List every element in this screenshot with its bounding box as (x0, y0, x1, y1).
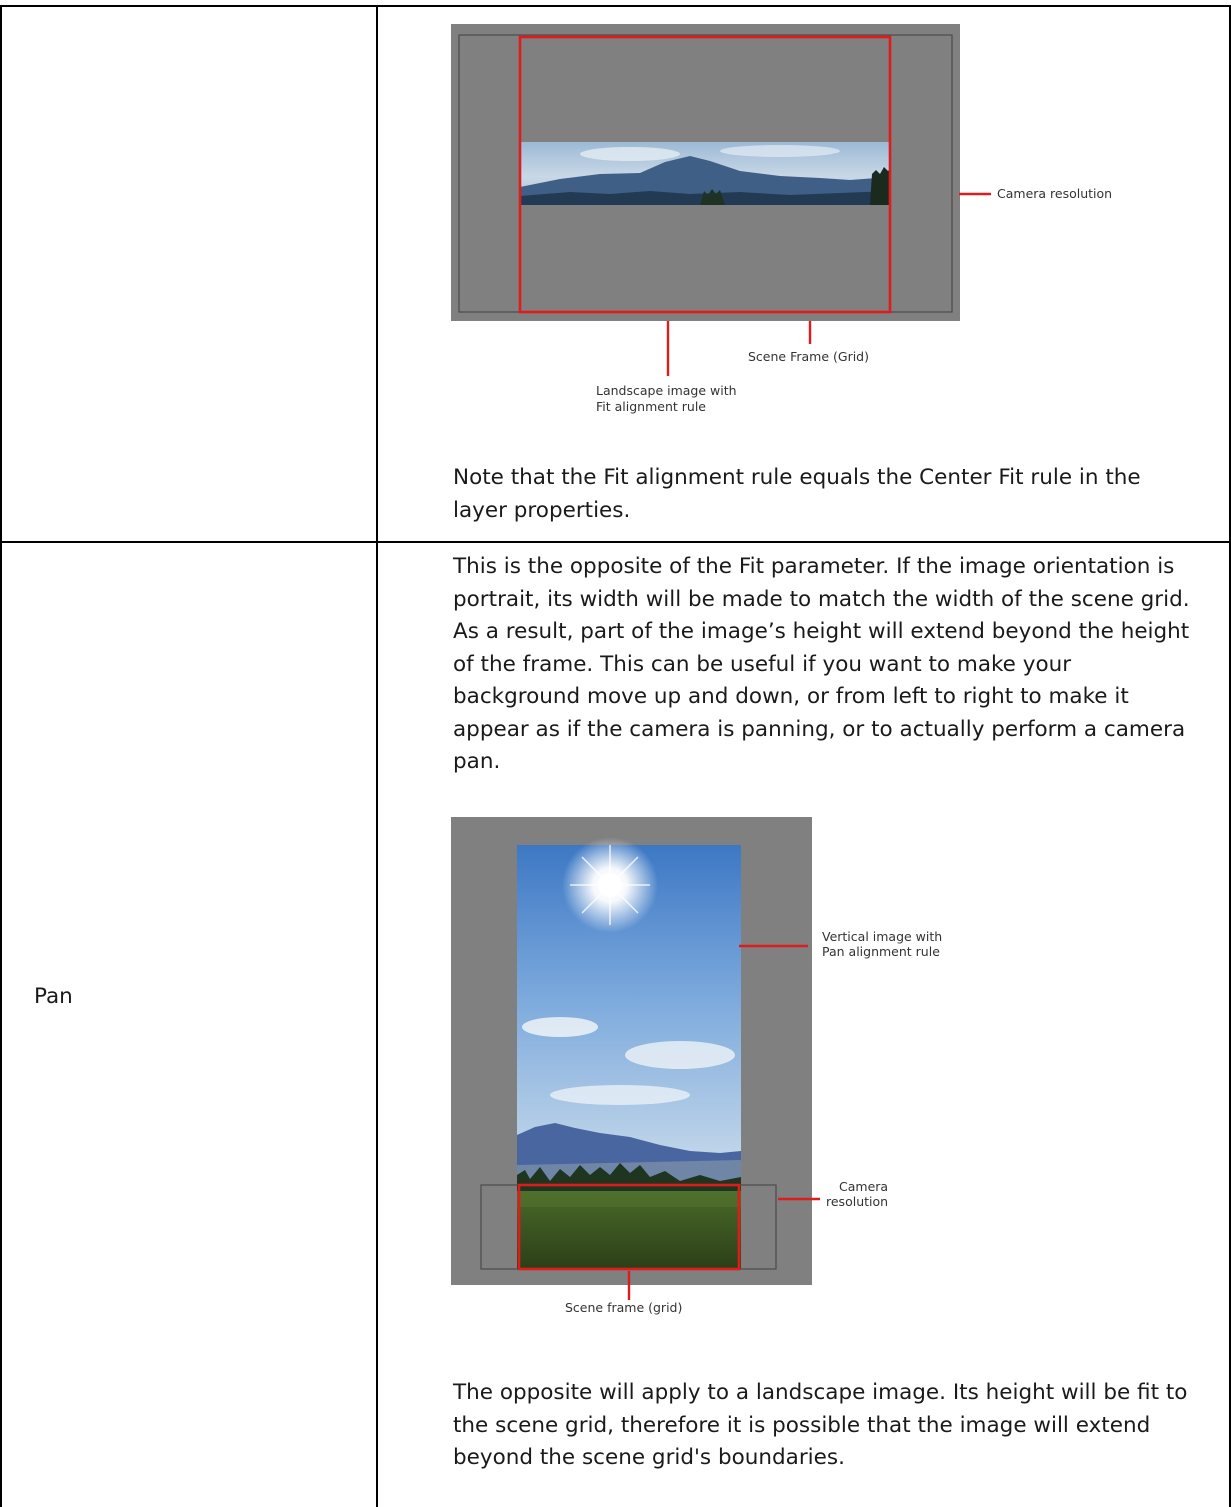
vertical-label-line1: Vertical image with (822, 929, 942, 944)
vertical-label-line2: Pan alignment rule (822, 944, 940, 959)
table-column-divider (376, 5, 378, 1507)
row-label-pan: Pan (34, 984, 73, 1009)
pan-scene-frame (517, 1183, 741, 1271)
camera-label-line2: resolution (826, 1194, 888, 1209)
landscape-image (520, 142, 890, 205)
pan-alignment-figure: Vertical image with Pan alignment rule C… (450, 815, 1010, 1315)
scene-frame-label: Scene Frame (Grid) (748, 349, 869, 364)
fit-alignment-figure: Camera resolution Scene Frame (Grid) Lan… (450, 24, 1130, 424)
fit-note: Note that the Fit alignment rule equals … (453, 465, 1141, 523)
table-border-left (0, 5, 2, 1507)
table-border-top (0, 5, 1231, 7)
fit-scene-frame (518, 35, 892, 314)
landscape-label-line2: Fit alignment rule (596, 399, 706, 414)
table-border-right (1229, 5, 1231, 1507)
scene-frame-grid-label: Scene frame (grid) (565, 1300, 682, 1315)
camera-resolution-label: Camera resolution (997, 186, 1112, 201)
vertical-image (517, 837, 741, 1269)
table-row-divider (0, 541, 1231, 543)
camera-label-line1: Camera (839, 1179, 888, 1194)
pan-description: This is the opposite of the Fit paramete… (453, 554, 1190, 774)
landscape-label-line1: Landscape image with (596, 383, 737, 398)
pan-note: The opposite will apply to a landscape i… (453, 1380, 1188, 1470)
